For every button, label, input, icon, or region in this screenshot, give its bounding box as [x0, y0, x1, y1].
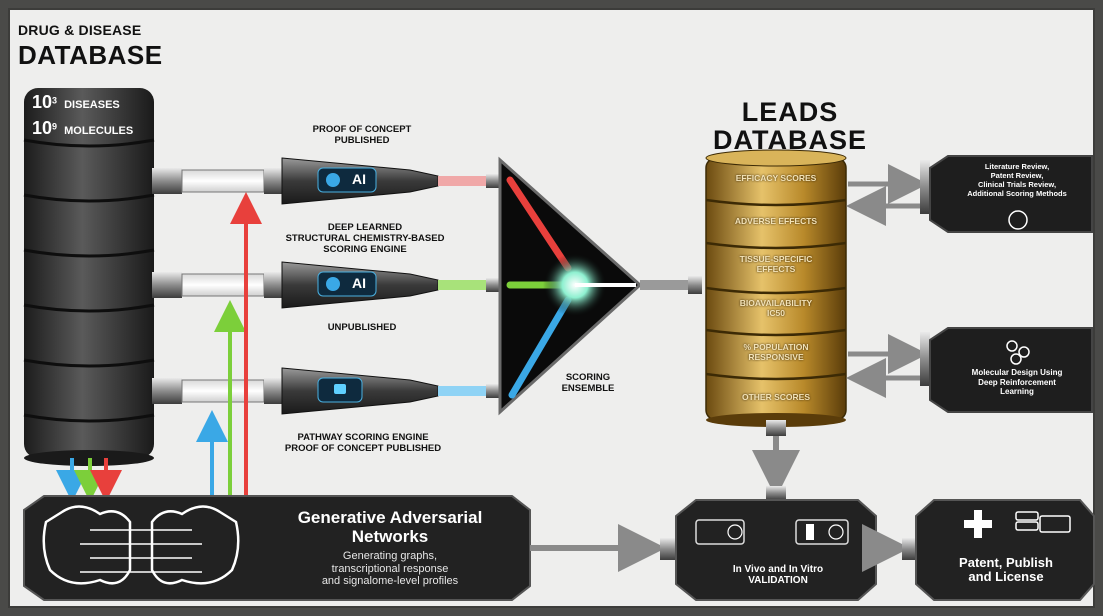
middle-ai-engine — [281, 261, 439, 309]
molecules-power: 9 — [52, 121, 58, 132]
validation-box — [675, 486, 877, 601]
bottom-output-pipe — [438, 386, 486, 396]
leads-row-population: % POPULATION RESPONSIVE — [743, 342, 809, 362]
leads-database-title: LEADS DATABASE — [713, 97, 867, 155]
leads-row-efficacy: EFFICACY SCORES — [735, 173, 817, 183]
pathway-engine — [281, 367, 439, 415]
database-title: DATABASE — [18, 40, 163, 70]
patent-text: Patent, Publish and License — [959, 555, 1053, 584]
top-ai-engine — [281, 157, 439, 205]
middle-engine-badge: AI — [352, 275, 366, 291]
leads-row-adverse: ADVERSE EFFECTS — [734, 216, 818, 226]
molecules-count: 109 MOLECULES — [32, 118, 133, 139]
drug-disease-database-stack — [23, 88, 155, 466]
patent-box — [915, 499, 1095, 601]
leads-database-cylinder — [705, 149, 847, 427]
scoring-ensemble-prism — [498, 156, 643, 416]
gan-subtitle: Generating graphs, transcriptional respo… — [321, 550, 459, 587]
gan-box — [23, 495, 531, 601]
middle-engine-caption: DEEP LEARNED STRUCTURAL CHEMISTRY-BASED … — [285, 222, 445, 255]
molecular-design-box — [920, 327, 1093, 413]
molecules-base: 10 — [32, 118, 53, 138]
bottom-engine-caption: PATHWAY SCORING ENGINE PROOF OF CONCEPT … — [284, 432, 442, 454]
scoring-ensemble-label: SCORING ENSEMBLE — [561, 372, 615, 394]
gan-title: Generative Adversarial Networks — [297, 508, 483, 546]
middle-engine-status: UNPUBLISHED — [327, 322, 397, 333]
diseases-label: DISEASES — [64, 99, 120, 111]
middle-output-pipe — [438, 280, 486, 290]
literature-review-box — [920, 155, 1093, 233]
diseases-count: 103 DISEASES — [32, 92, 120, 113]
diseases-base: 10 — [32, 92, 53, 112]
validation-text: In Vivo and In Vitro VALIDATION — [732, 564, 824, 586]
leads-row-tissue: TISSUE-SPECIFIC EFFECTS — [739, 254, 813, 274]
molecules-label: MOLECULES — [64, 125, 134, 137]
leads-row-bioavailability: BIOAVAILABILITY IC50 — [739, 298, 813, 318]
design-box-text: Molecular Design Using Deep Reinforcemen… — [971, 368, 1063, 396]
top-engine-caption: PROOF OF CONCEPT PUBLISHED — [312, 124, 412, 146]
top-output-pipe — [438, 176, 486, 186]
top-engine-badge: AI — [352, 171, 366, 187]
leads-row-other: OTHER SCORES — [741, 392, 810, 402]
engine-pipes — [152, 168, 282, 404]
database-title-small: DRUG & DISEASE — [18, 22, 142, 38]
review-box-text: Literature Review, Patent Review, Clinic… — [967, 162, 1067, 198]
diseases-power: 3 — [52, 95, 58, 106]
